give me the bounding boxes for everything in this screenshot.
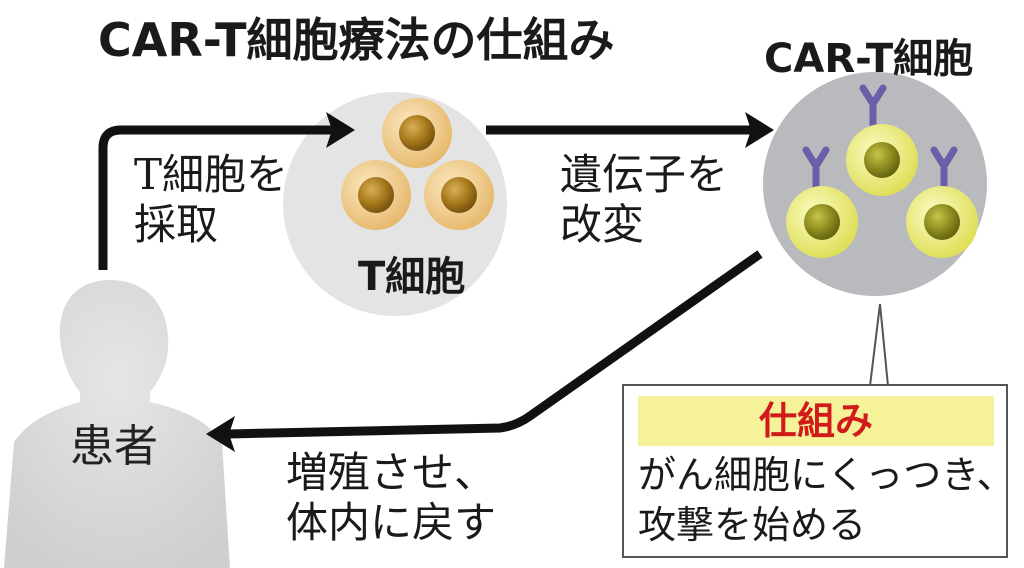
arrow-return: [206, 250, 763, 452]
cart-cell-top: [846, 84, 918, 196]
step-return-label: 増殖させ、 体内に戻す: [286, 448, 496, 548]
page-title: CAR-T細胞療法の仕組み: [98, 13, 615, 67]
patient-label: 患者: [70, 421, 158, 472]
cart-cell-title: CAR-T細胞: [764, 36, 974, 82]
step-collect-label: T細胞を 採取: [134, 150, 288, 250]
step-collect-line: T細胞を: [134, 150, 289, 199]
callout-pointer: [869, 303, 889, 387]
patient-silhouette: [4, 280, 230, 568]
cart-cell-right: [906, 146, 978, 258]
mechanism-box: 仕組み がん細胞にくっつき、 攻撃を始める: [622, 384, 1015, 558]
step-collect-line: 採取: [134, 200, 219, 249]
arrow-modify: [486, 112, 774, 148]
mechanism-header: 仕組み: [638, 396, 994, 446]
arrow-collect: [98, 112, 355, 270]
step-modify-line: 遺伝子を: [560, 150, 729, 199]
mechanism-text: がん細胞にくっつき、 攻撃を始める: [638, 450, 1015, 550]
step-return-line: 体内に戻す: [286, 498, 497, 547]
step-modify-line: 改変: [560, 200, 645, 249]
tcell-label: T細胞: [358, 254, 466, 300]
step-modify-label: 遺伝子を 改変: [560, 150, 728, 250]
mechanism-line: 攻撃を始める: [638, 503, 867, 547]
tcell-right: [424, 160, 494, 230]
mechanism-line: がん細胞にくっつき、: [638, 453, 1015, 497]
cart-cell-left: [786, 146, 858, 258]
tcell-left: [341, 160, 411, 230]
tcell-top: [382, 98, 452, 168]
step-return-line: 増殖させ、: [286, 448, 497, 497]
